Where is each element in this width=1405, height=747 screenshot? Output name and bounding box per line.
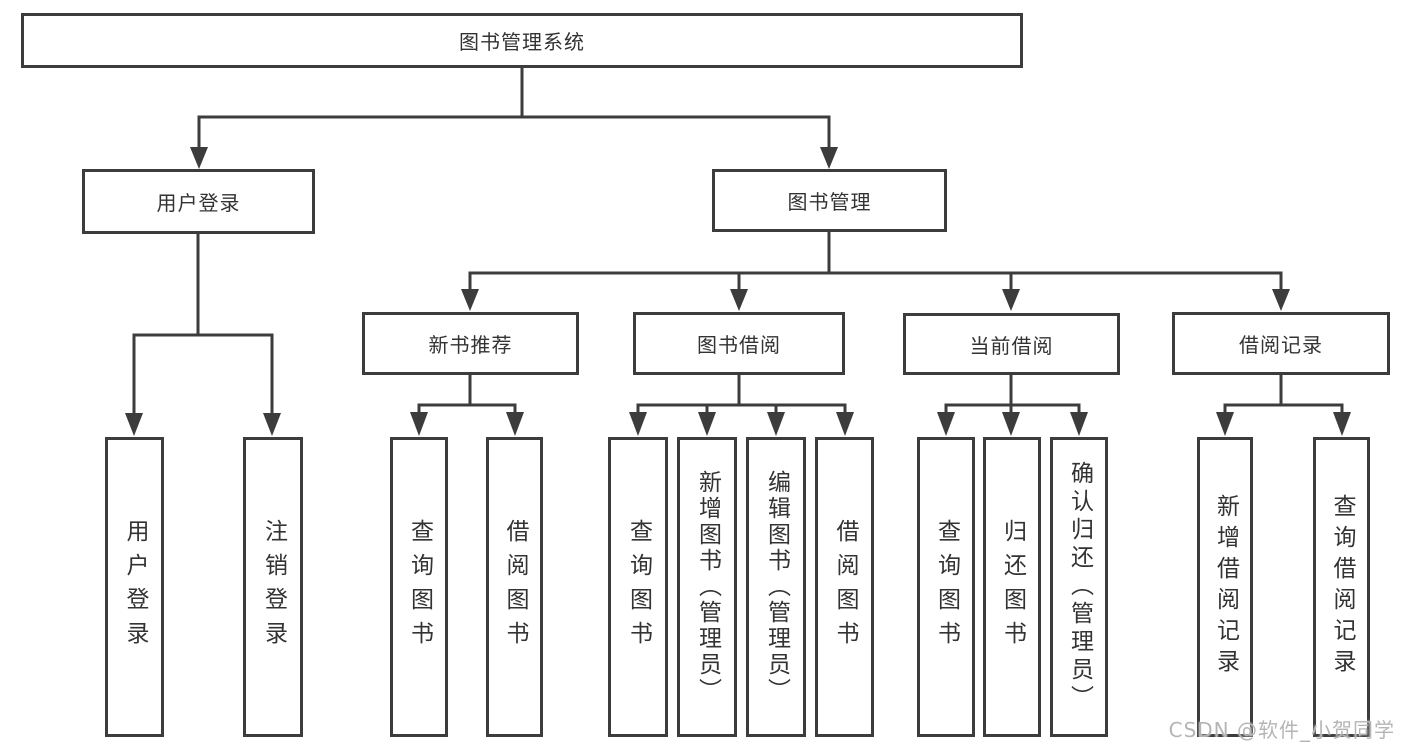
connector-book-borrow-children bbox=[629, 375, 854, 436]
node-leaf-edit-books-admin: 编辑图书（管理员） bbox=[746, 437, 806, 737]
node-new-book-recommend: 新书推荐 bbox=[362, 312, 579, 375]
node-leaf-confirm-return-admin-label: 确认归还（管理员） bbox=[1066, 461, 1093, 713]
node-leaf-borrow-books-label: 借阅图书 bbox=[832, 519, 858, 655]
node-book-borrow-label: 图书借阅 bbox=[697, 333, 781, 357]
node-leaf-query-borrow-record: 查询借阅记录 bbox=[1313, 437, 1370, 737]
node-root: 图书管理系统 bbox=[21, 13, 1023, 68]
node-leaf-query-books-current: 查询图书 bbox=[917, 437, 975, 737]
node-current-borrow: 当前借阅 bbox=[903, 313, 1120, 375]
node-leaf-borrow-books-recommend: 借阅图书 bbox=[486, 437, 543, 737]
node-leaf-logout-label: 注销登录 bbox=[260, 519, 287, 655]
connector-root-to-level2 bbox=[190, 66, 838, 169]
node-book-borrow: 图书借阅 bbox=[633, 312, 845, 375]
node-leaf-return-books: 归还图书 bbox=[983, 437, 1041, 737]
node-leaf-borrow-books: 借阅图书 bbox=[815, 437, 874, 737]
node-leaf-query-borrow-record-label: 查询借阅记录 bbox=[1329, 494, 1355, 680]
node-leaf-add-books-admin-label: 新增图书（管理员） bbox=[694, 470, 721, 704]
node-borrow-records-label: 借阅记录 bbox=[1239, 333, 1323, 357]
node-leaf-query-books-borrow: 查询图书 bbox=[608, 437, 668, 737]
connector-new-book-children bbox=[410, 375, 524, 436]
connector-borrow-records-children bbox=[1216, 375, 1351, 436]
node-leaf-query-books-recommend-label: 查询图书 bbox=[406, 519, 433, 655]
node-leaf-borrow-books-recommend-label: 借阅图书 bbox=[502, 519, 528, 655]
node-leaf-query-books-recommend: 查询图书 bbox=[390, 437, 448, 737]
connector-book-mgmt-children bbox=[461, 232, 1290, 311]
node-leaf-query-books-borrow-label: 查询图书 bbox=[625, 519, 652, 655]
node-leaf-user-login-label: 用户登录 bbox=[122, 519, 148, 655]
node-book-management-label: 图书管理 bbox=[787, 190, 872, 214]
node-leaf-add-borrow-record: 新增借阅记录 bbox=[1197, 437, 1253, 737]
node-leaf-add-borrow-record-label: 新增借阅记录 bbox=[1212, 494, 1239, 680]
node-root-label: 图书管理系统 bbox=[459, 30, 585, 54]
node-leaf-confirm-return-admin: 确认归还（管理员） bbox=[1050, 437, 1108, 737]
node-book-management: 图书管理 bbox=[712, 169, 947, 232]
node-leaf-add-books-admin: 新增图书（管理员） bbox=[677, 437, 737, 737]
node-leaf-logout: 注销登录 bbox=[243, 437, 303, 737]
node-leaf-query-books-current-label: 查询图书 bbox=[933, 519, 960, 655]
connector-current-borrow-children bbox=[937, 375, 1088, 436]
node-current-borrow-label: 当前借阅 bbox=[969, 333, 1054, 358]
csdn-watermark: CSDN @软件_小贺同学 bbox=[1168, 718, 1395, 742]
node-borrow-records: 借阅记录 bbox=[1172, 312, 1390, 375]
node-leaf-user-login: 用户登录 bbox=[105, 437, 164, 737]
node-user-login-label: 用户登录 bbox=[156, 191, 241, 215]
node-leaf-edit-books-admin-label: 编辑图书（管理员） bbox=[763, 470, 790, 704]
node-user-login: 用户登录 bbox=[82, 169, 315, 234]
node-leaf-return-books-label: 归还图书 bbox=[999, 519, 1026, 655]
connector-user-login-children bbox=[125, 233, 281, 436]
node-new-book-recommend-label: 新书推荐 bbox=[428, 333, 513, 357]
